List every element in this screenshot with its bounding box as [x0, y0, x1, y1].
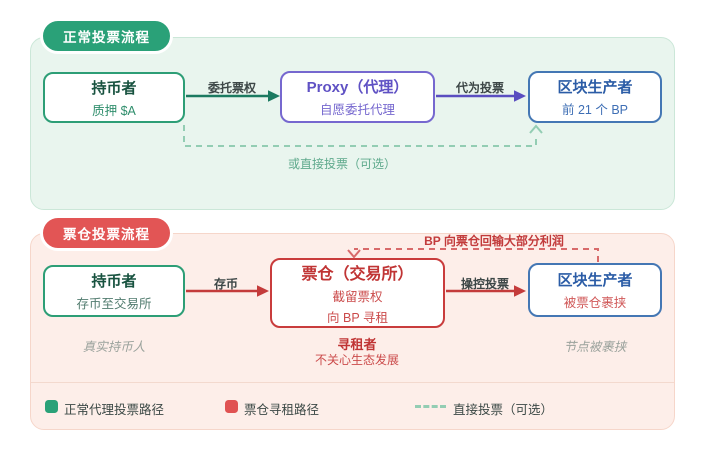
note-rent-seeker: 寻租者 — [337, 337, 377, 352]
legend-swatch-normal-icon — [45, 400, 58, 413]
note-real-holder: 真实持币人 — [82, 340, 146, 354]
legend-dash-direct-icon — [415, 405, 446, 408]
edge-label-delegate: 委托票权 — [207, 81, 257, 95]
edge-label-vote: 代为投票 — [455, 81, 505, 95]
node-subtitle: 被票仓裹挟 — [563, 296, 627, 310]
node-title: 持币者 — [91, 273, 137, 290]
node-holder-depot: 持币者 存币至交易所 — [43, 265, 185, 317]
node-title: 区块生产者 — [557, 79, 633, 96]
node-title: 持币者 — [91, 79, 137, 97]
depot-flow-badge: 票仓投票流程 — [40, 215, 173, 251]
node-subtitle: 向 BP 寻租 — [327, 311, 388, 325]
legend-swatch-depot-icon — [225, 400, 238, 413]
edge-label-control: 操控投票 — [460, 277, 510, 291]
node-subtitle: 截留票权 — [332, 290, 383, 304]
edge-label-deposit: 存币 — [213, 277, 239, 291]
node-title: 票仓（交易所） — [301, 266, 414, 283]
normal-flow-panel — [30, 37, 675, 210]
edge-label-direct: 或直接投票（可选） — [287, 157, 397, 171]
node-bp-depot: 区块生产者 被票仓裹挟 — [528, 263, 662, 317]
node-subtitle: 前 21 个 BP — [562, 103, 628, 117]
normal-flow-badge: 正常投票流程 — [40, 18, 173, 54]
legend-label-normal: 正常代理投票路径 — [64, 403, 165, 417]
legend-label-direct: 直接投票（可选） — [453, 403, 554, 417]
node-holder-normal: 持币者 质押 $A — [43, 72, 185, 123]
legend-label-depot: 票仓寻租路径 — [244, 403, 320, 417]
legend-divider — [31, 382, 674, 383]
node-proxy: Proxy（代理） 自愿委托代理 — [280, 71, 435, 123]
note-rent-seeker-sub: 不关心生态发展 — [314, 353, 400, 367]
node-subtitle: 质押 $A — [92, 103, 136, 118]
node-title: Proxy（代理） — [306, 79, 409, 96]
node-bp-normal: 区块生产者 前 21 个 BP — [528, 71, 662, 123]
note-bp-hijacked: 节点被裹挟 — [563, 340, 627, 354]
edge-label-profit: BP 向票仓回输大部分利润 — [424, 234, 564, 248]
node-subtitle: 存币至交易所 — [76, 297, 152, 311]
node-depot-exchange: 票仓（交易所） 截留票权 向 BP 寻租 — [270, 258, 445, 328]
node-subtitle: 自愿委托代理 — [319, 103, 395, 117]
node-title: 区块生产者 — [557, 272, 633, 289]
